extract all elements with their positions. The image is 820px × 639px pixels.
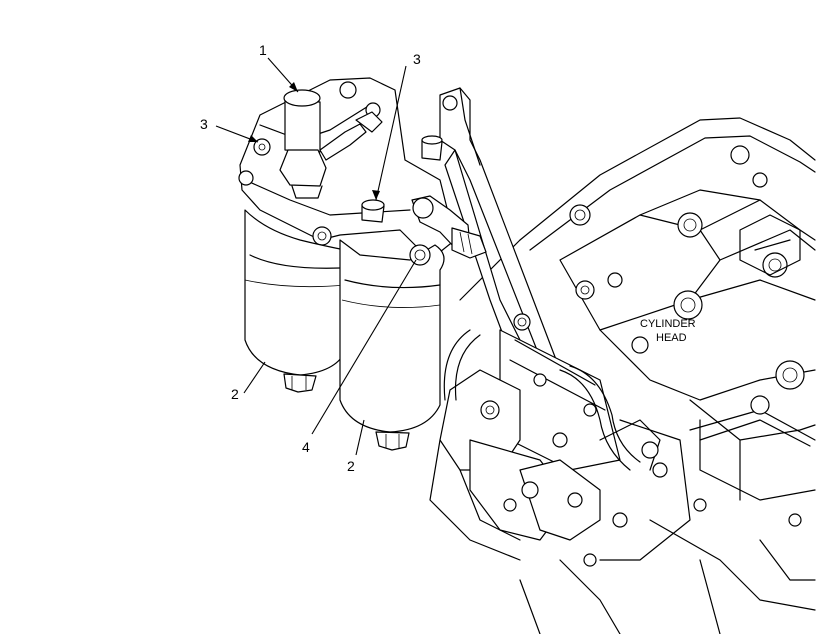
mounting-bracket <box>429 87 661 561</box>
cylinder-head-label-line2: HEAD <box>656 332 687 344</box>
callouts: 1 3 3 2 2 4 <box>200 42 421 474</box>
cylinder-head-label: CYLINDER HEAD <box>640 318 696 344</box>
callout-3-left: 3 <box>200 116 208 132</box>
engine-block <box>459 117 816 635</box>
callout-3-top: 3 <box>413 51 421 67</box>
leader-line-4 <box>311 259 417 435</box>
leader-line-2-right <box>355 419 365 456</box>
callout-2-right: 2 <box>347 458 355 474</box>
leader-line-3-top <box>375 65 407 201</box>
leader-lines <box>215 57 417 456</box>
fuel-filter-assembly <box>238 77 487 451</box>
leader-line-2-left <box>243 361 266 394</box>
callout-1: 1 <box>259 42 267 58</box>
callout-4: 4 <box>302 439 310 455</box>
callout-2-left: 2 <box>231 386 239 402</box>
cylinder-head-label-line1: CYLINDER <box>640 318 696 330</box>
